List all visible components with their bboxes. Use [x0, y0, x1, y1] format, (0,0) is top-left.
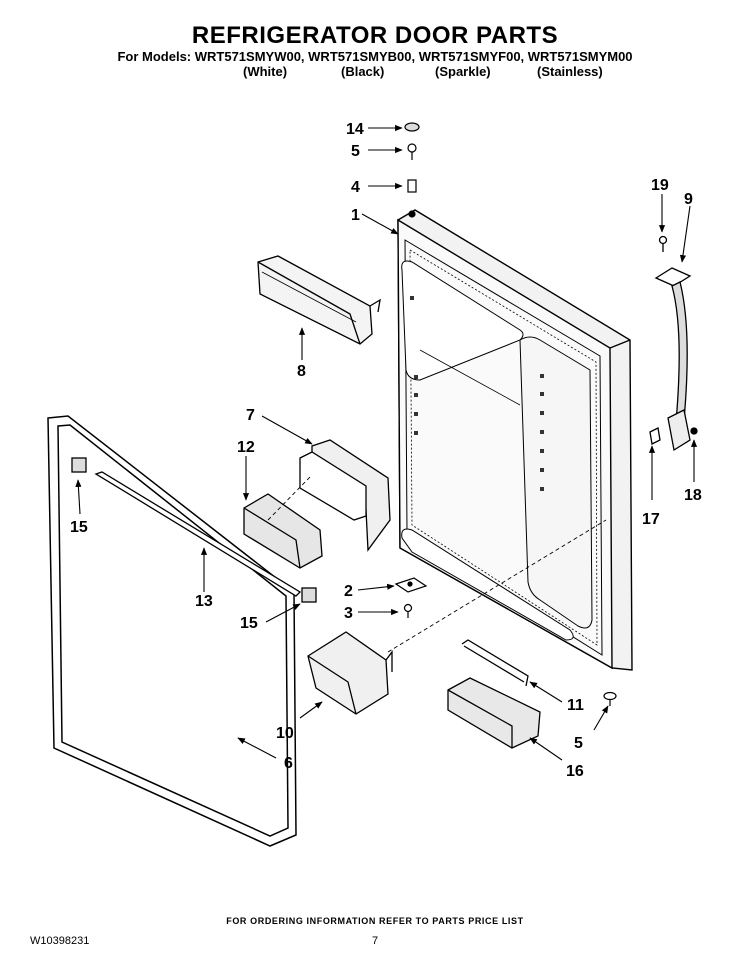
bottom-screw-icon: [603, 691, 617, 706]
finish-white: (White): [243, 64, 288, 79]
plug-button-icon: [404, 122, 420, 132]
bracket-and-cover: [243, 439, 391, 569]
callout-2: 2: [344, 583, 353, 600]
finish-black: (Black): [341, 64, 385, 79]
page-title: REFRIGERATOR DOOR PARTS: [191, 22, 559, 49]
callout-8: 8: [297, 363, 306, 380]
finish-sparkle: (Sparkle): [435, 64, 491, 79]
callout-1: 1: [351, 207, 360, 224]
shelf-support: [394, 577, 428, 618]
callout-15: 15: [70, 519, 88, 536]
model-list: For Models: WRT571SMYW00, WRT571SMYB00, …: [117, 49, 633, 64]
finish-stainless: (Stainless): [537, 64, 603, 79]
callout-4: 4: [351, 179, 360, 196]
door-gasket: [47, 415, 297, 847]
callout-19: 19: [651, 177, 669, 194]
callouts: 14 5 4 1 19 9 8 7 12 15 13 15 2 3 17 18 …: [70, 121, 702, 780]
screw-icon: [407, 143, 417, 160]
callout-5: 5: [574, 735, 583, 752]
callout-15: 15: [240, 615, 258, 632]
callout-5: 5: [351, 143, 360, 160]
door-shelf-bin-top: [257, 255, 381, 345]
door-bin-bottom: [307, 519, 607, 715]
callout-11: 11: [567, 697, 584, 714]
callout-18: 18: [684, 487, 702, 504]
page-number: 7: [372, 935, 379, 947]
set-screw-icon: [690, 427, 698, 435]
callout-16: 16: [566, 763, 584, 780]
handle-assembly: [649, 235, 698, 452]
top-hardware: [404, 122, 420, 218]
callout-13: 13: [195, 593, 213, 610]
hinge-pin-icon: [407, 179, 417, 193]
door-assembly: [397, 209, 633, 671]
trim-strip: [71, 457, 317, 603]
callout-10: 10: [276, 725, 294, 742]
handle-screw-icon: [658, 235, 668, 252]
callout-14: 14: [346, 121, 364, 138]
clip-icon: [71, 457, 87, 473]
callout-3: 3: [344, 605, 353, 622]
screw-icon: [403, 603, 413, 618]
clip-icon: [301, 587, 317, 603]
callout-6: 6: [284, 755, 293, 772]
end-cap-icon: [649, 427, 661, 445]
leader-lines: [75, 124, 698, 761]
callout-17: 17: [642, 511, 660, 528]
document-number: W10398231: [30, 935, 90, 947]
callout-12: 12: [237, 439, 255, 456]
callout-9: 9: [684, 191, 693, 208]
dairy-compartment: [447, 639, 541, 749]
ordering-note: FOR ORDERING INFORMATION REFER TO PARTS …: [226, 916, 524, 926]
callout-7: 7: [246, 407, 255, 424]
